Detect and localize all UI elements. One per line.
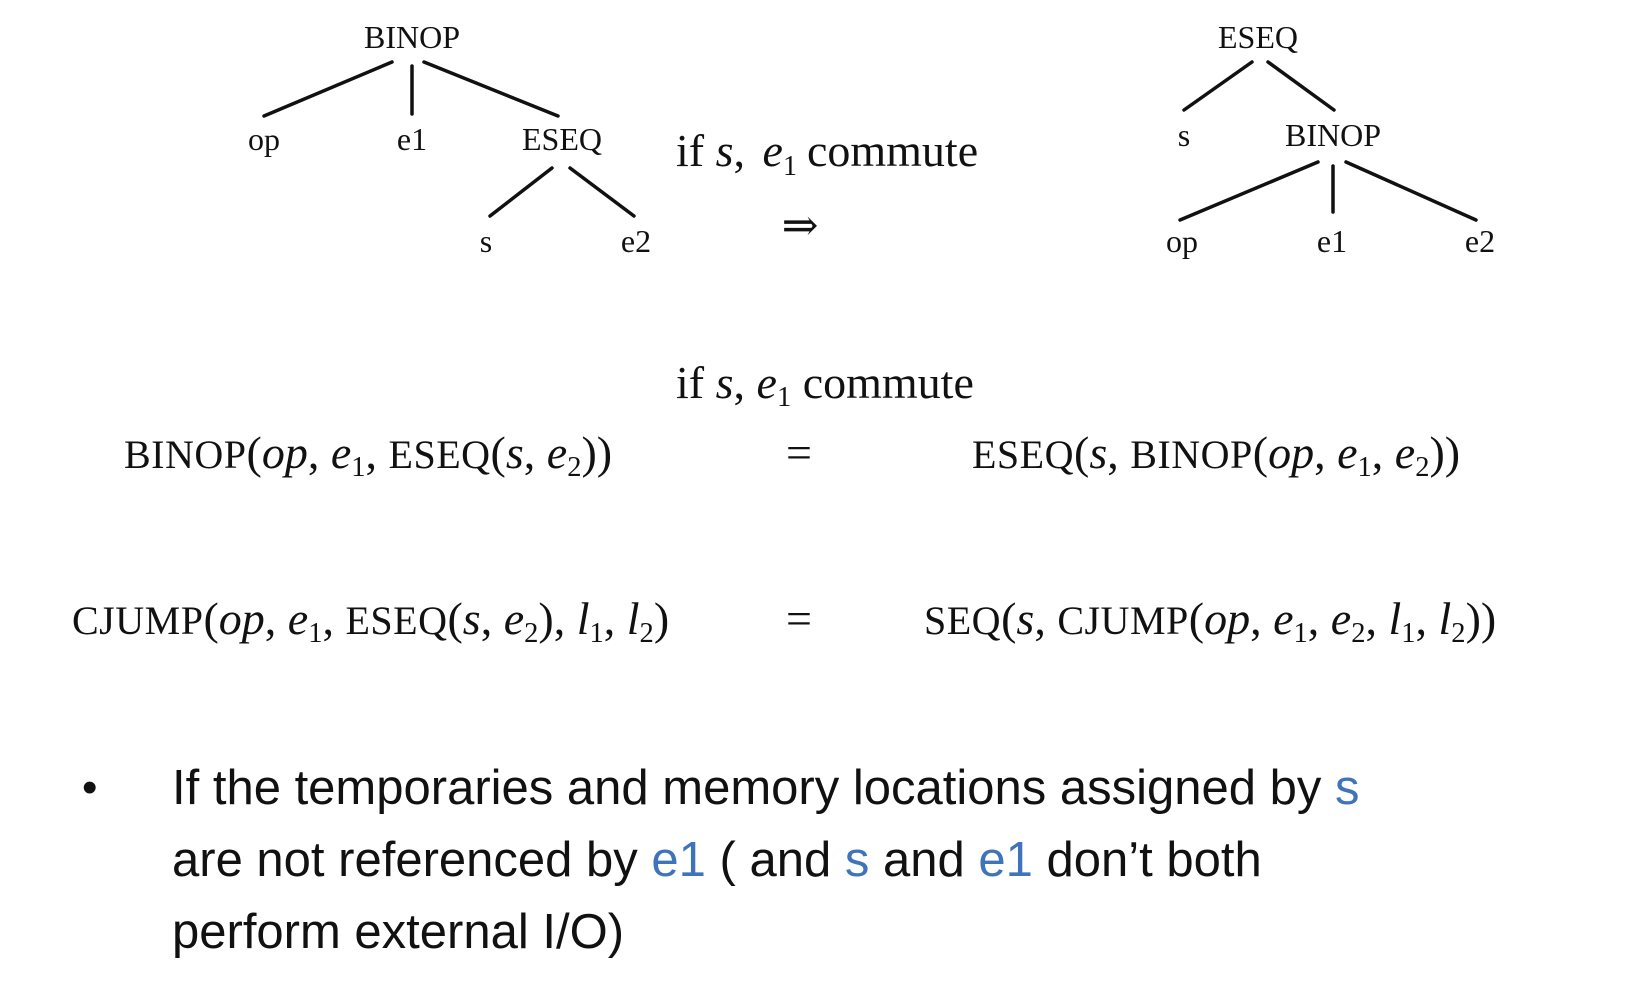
right-tree-s: s — [1178, 117, 1190, 153]
edge-right-binop-op — [1178, 160, 1320, 222]
equation1-lhs: BINOP(op, e1, ESEQ(s, e2)) — [124, 427, 613, 483]
right-tree-binop: BINOP — [1285, 117, 1381, 153]
bullet-text: If the temporaries and memory locations … — [172, 761, 1360, 959]
right-tree-root: ESEQ — [1218, 19, 1298, 55]
right-tree-e2: e2 — [1465, 223, 1495, 259]
highlight-e1: e1 — [978, 833, 1033, 887]
equation1-rhs: ESEQ(s, BINOP(op, e1, e2)) — [972, 427, 1461, 483]
equation2-equals: = — [786, 593, 812, 644]
bullet-icon: • — [82, 763, 98, 812]
left-tree-root: BINOP — [364, 19, 460, 55]
edge-left-root-op — [262, 60, 394, 118]
right-tree-op: op — [1166, 223, 1198, 259]
edge-left-eseq-s — [488, 166, 554, 218]
left-tree-eseq: ESEQ — [522, 121, 602, 157]
equation1-equals: = — [786, 427, 812, 478]
edge-left-root-eseq — [422, 60, 560, 118]
edge-right-binop-e2 — [1344, 160, 1478, 222]
left-tree-op: op — [248, 121, 280, 157]
edge-right-root-binop — [1266, 60, 1336, 112]
highlight-s: s — [1334, 761, 1360, 815]
equation1-condition: if s, e1 commute — [676, 357, 974, 413]
edge-left-eseq-e2 — [568, 166, 636, 218]
equation2-rhs: SEQ(s, CJUMP(op, e1, e2, l1, l2)) — [924, 593, 1497, 649]
left-tree-e1: e1 — [397, 121, 427, 157]
right-tree-e1: e1 — [1317, 223, 1347, 259]
equation2-lhs: CJUMP(op, e1, ESEQ(s, e2), l1, l2) — [72, 593, 670, 649]
left-tree-e2: e2 — [621, 223, 651, 259]
left-tree-s: s — [480, 223, 492, 259]
highlight-s: s — [844, 833, 870, 887]
arrow-icon: ⇒ — [782, 201, 819, 250]
edge-right-root-s — [1182, 60, 1254, 112]
highlight-e1: e1 — [651, 833, 706, 887]
